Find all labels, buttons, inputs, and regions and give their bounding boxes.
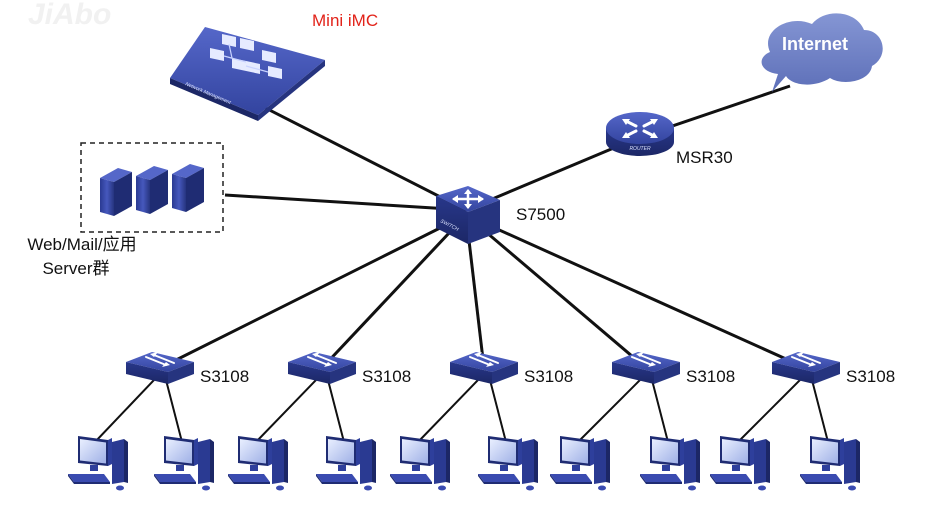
access-switch-1[interactable]: S3108 <box>126 352 249 386</box>
access-switch-2[interactable]: S3108 <box>288 352 411 386</box>
cloud-icon <box>761 13 883 92</box>
mini-imc-label: Mini iMC <box>312 11 378 30</box>
pc-icon[interactable] <box>550 436 610 491</box>
link-core-access-1 <box>159 213 467 370</box>
link-core-access-5 <box>465 213 807 370</box>
access-switch-label: S3108 <box>524 367 573 386</box>
switch-arrows-icon <box>631 354 661 366</box>
s7500-core-switch-node[interactable]: SWITCH S7500 <box>436 186 565 244</box>
access-switch-3[interactable]: S3108 <box>450 352 573 386</box>
router-icon <box>606 112 674 144</box>
access-switch-5[interactable]: S3108 <box>772 352 895 386</box>
pc-icon[interactable] <box>800 436 860 491</box>
pc-icon[interactable] <box>154 436 214 491</box>
watermark: JiAbo <box>28 0 111 31</box>
internet-label: Internet <box>782 34 848 54</box>
switch-arrows-icon <box>307 354 337 366</box>
switch-arrows-icon <box>145 354 175 366</box>
access-switches: S3108 S3108 S3108 S3108 S3108 <box>126 352 895 386</box>
server-icon <box>100 168 132 216</box>
access-switch-label: S3108 <box>686 367 735 386</box>
switch-arrows-icon <box>469 354 499 366</box>
router-caption: ROUTER <box>629 146 651 152</box>
server-group-label-line1: Web/Mail/应用 <box>27 235 136 254</box>
pc-icon[interactable] <box>640 436 700 491</box>
internet-cloud-node[interactable]: Internet <box>761 13 883 92</box>
pc-links <box>94 379 829 443</box>
access-switch-4[interactable]: S3108 <box>612 352 735 386</box>
server-icon <box>136 166 168 214</box>
access-switch-label: S3108 <box>846 367 895 386</box>
link-imc-core <box>239 93 467 212</box>
server-group-node[interactable]: Web/Mail/应用 Server群 <box>27 142 224 278</box>
pc-icon[interactable] <box>228 436 288 491</box>
pc-icon[interactable] <box>478 436 538 491</box>
link-core-access-2 <box>320 213 468 370</box>
switch-arrows-icon <box>791 354 821 366</box>
link-core-access-4 <box>465 213 647 370</box>
pc-icon[interactable] <box>316 436 376 491</box>
server-icon <box>172 164 204 212</box>
access-switch-label: S3108 <box>362 367 411 386</box>
server-group-box <box>80 142 224 233</box>
link-servers-core <box>224 193 467 212</box>
msr30-router-node[interactable]: ROUTER MSR30 <box>606 112 733 167</box>
access-switch-label: S3108 <box>200 367 249 386</box>
pc-icon[interactable] <box>710 436 770 491</box>
server-group-label-line2: Server群 <box>42 259 109 278</box>
msr30-label: MSR30 <box>676 148 733 167</box>
pc-icon[interactable] <box>390 436 450 491</box>
end-user-pcs <box>68 436 860 491</box>
s7500-label: S7500 <box>516 205 565 224</box>
pc-icon[interactable] <box>68 436 128 491</box>
mini-imc-node[interactable]: Network Management Mini iMC <box>170 11 378 121</box>
